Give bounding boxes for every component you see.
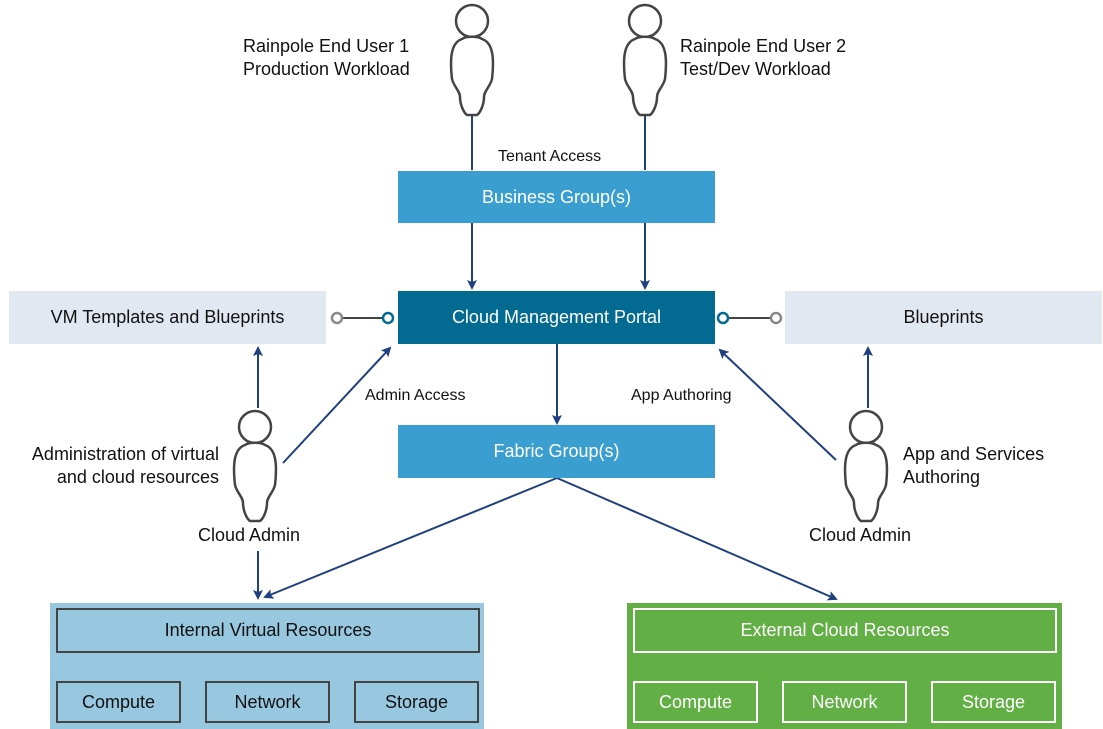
- external-network: Network: [782, 681, 907, 723]
- admin-left-description: Administration of virtual and cloud reso…: [2, 443, 219, 489]
- person-icon-end-user-1: [449, 3, 495, 117]
- connector-dot-portal-left: [381, 311, 395, 325]
- admin-left-desc-line2: and cloud resources: [56, 467, 219, 487]
- admin-left-desc-line1: Administration of virtual: [31, 444, 219, 464]
- external-storage: Storage: [931, 681, 1056, 723]
- admin-right-role: Cloud Admin: [809, 525, 912, 545]
- internal-storage: Storage: [354, 681, 479, 723]
- cloud-management-portal-box: Cloud Management Portal: [398, 291, 715, 344]
- arrow-author-to-portal: [718, 348, 837, 461]
- person-icon-cloud-admin-left: [232, 409, 278, 523]
- connector-dot-vm-templates: [330, 311, 344, 325]
- end-user-1-label: Rainpole End User 1 Production Workload: [243, 35, 410, 81]
- end-user-1-name: Rainpole End User 1: [243, 36, 410, 56]
- arrow-admin-to-portal: [282, 346, 392, 464]
- internal-resources-title: Internal Virtual Resources: [56, 608, 480, 653]
- internal-compute: Compute: [56, 681, 181, 723]
- end-user-2-workload: Test/Dev Workload: [680, 59, 831, 79]
- vm-templates-box: VM Templates and Blueprints: [9, 291, 326, 344]
- app-authoring-label: App Authoring: [631, 387, 732, 404]
- admin-left-role: Cloud Admin: [198, 525, 301, 545]
- fabric-groups-box: Fabric Group(s): [398, 425, 715, 478]
- person-icon-cloud-admin-right: [843, 409, 889, 523]
- end-user-1-workload: Production Workload: [243, 59, 410, 79]
- business-groups-box: Business Group(s): [398, 171, 715, 223]
- end-user-2-label: Rainpole End User 2 Test/Dev Workload: [680, 35, 846, 81]
- blueprints-box: Blueprints: [785, 291, 1102, 344]
- person-icon-end-user-2: [622, 3, 668, 117]
- arrow-fabric-to-internal: [263, 477, 558, 599]
- internal-resources-panel: Internal Virtual Resources Compute Netwo…: [50, 603, 484, 729]
- admin-right-desc-line2: Authoring: [903, 467, 981, 487]
- end-user-2-name: Rainpole End User 2: [680, 36, 847, 56]
- internal-network: Network: [205, 681, 330, 723]
- arrow-fabric-to-external: [556, 477, 838, 601]
- external-compute: Compute: [633, 681, 758, 723]
- admin-right-description: App and Services Authoring: [903, 443, 1044, 489]
- connector-dot-blueprints: [769, 311, 783, 325]
- admin-access-label: Admin Access: [365, 387, 466, 404]
- external-resources-title: External Cloud Resources: [633, 608, 1057, 653]
- admin-right-desc-line1: App and Services: [903, 444, 1045, 464]
- connector-dot-portal-right: [716, 311, 730, 325]
- external-resources-panel: External Cloud Resources Compute Network…: [627, 603, 1062, 729]
- tenant-access-label: Tenant Access: [498, 148, 602, 165]
